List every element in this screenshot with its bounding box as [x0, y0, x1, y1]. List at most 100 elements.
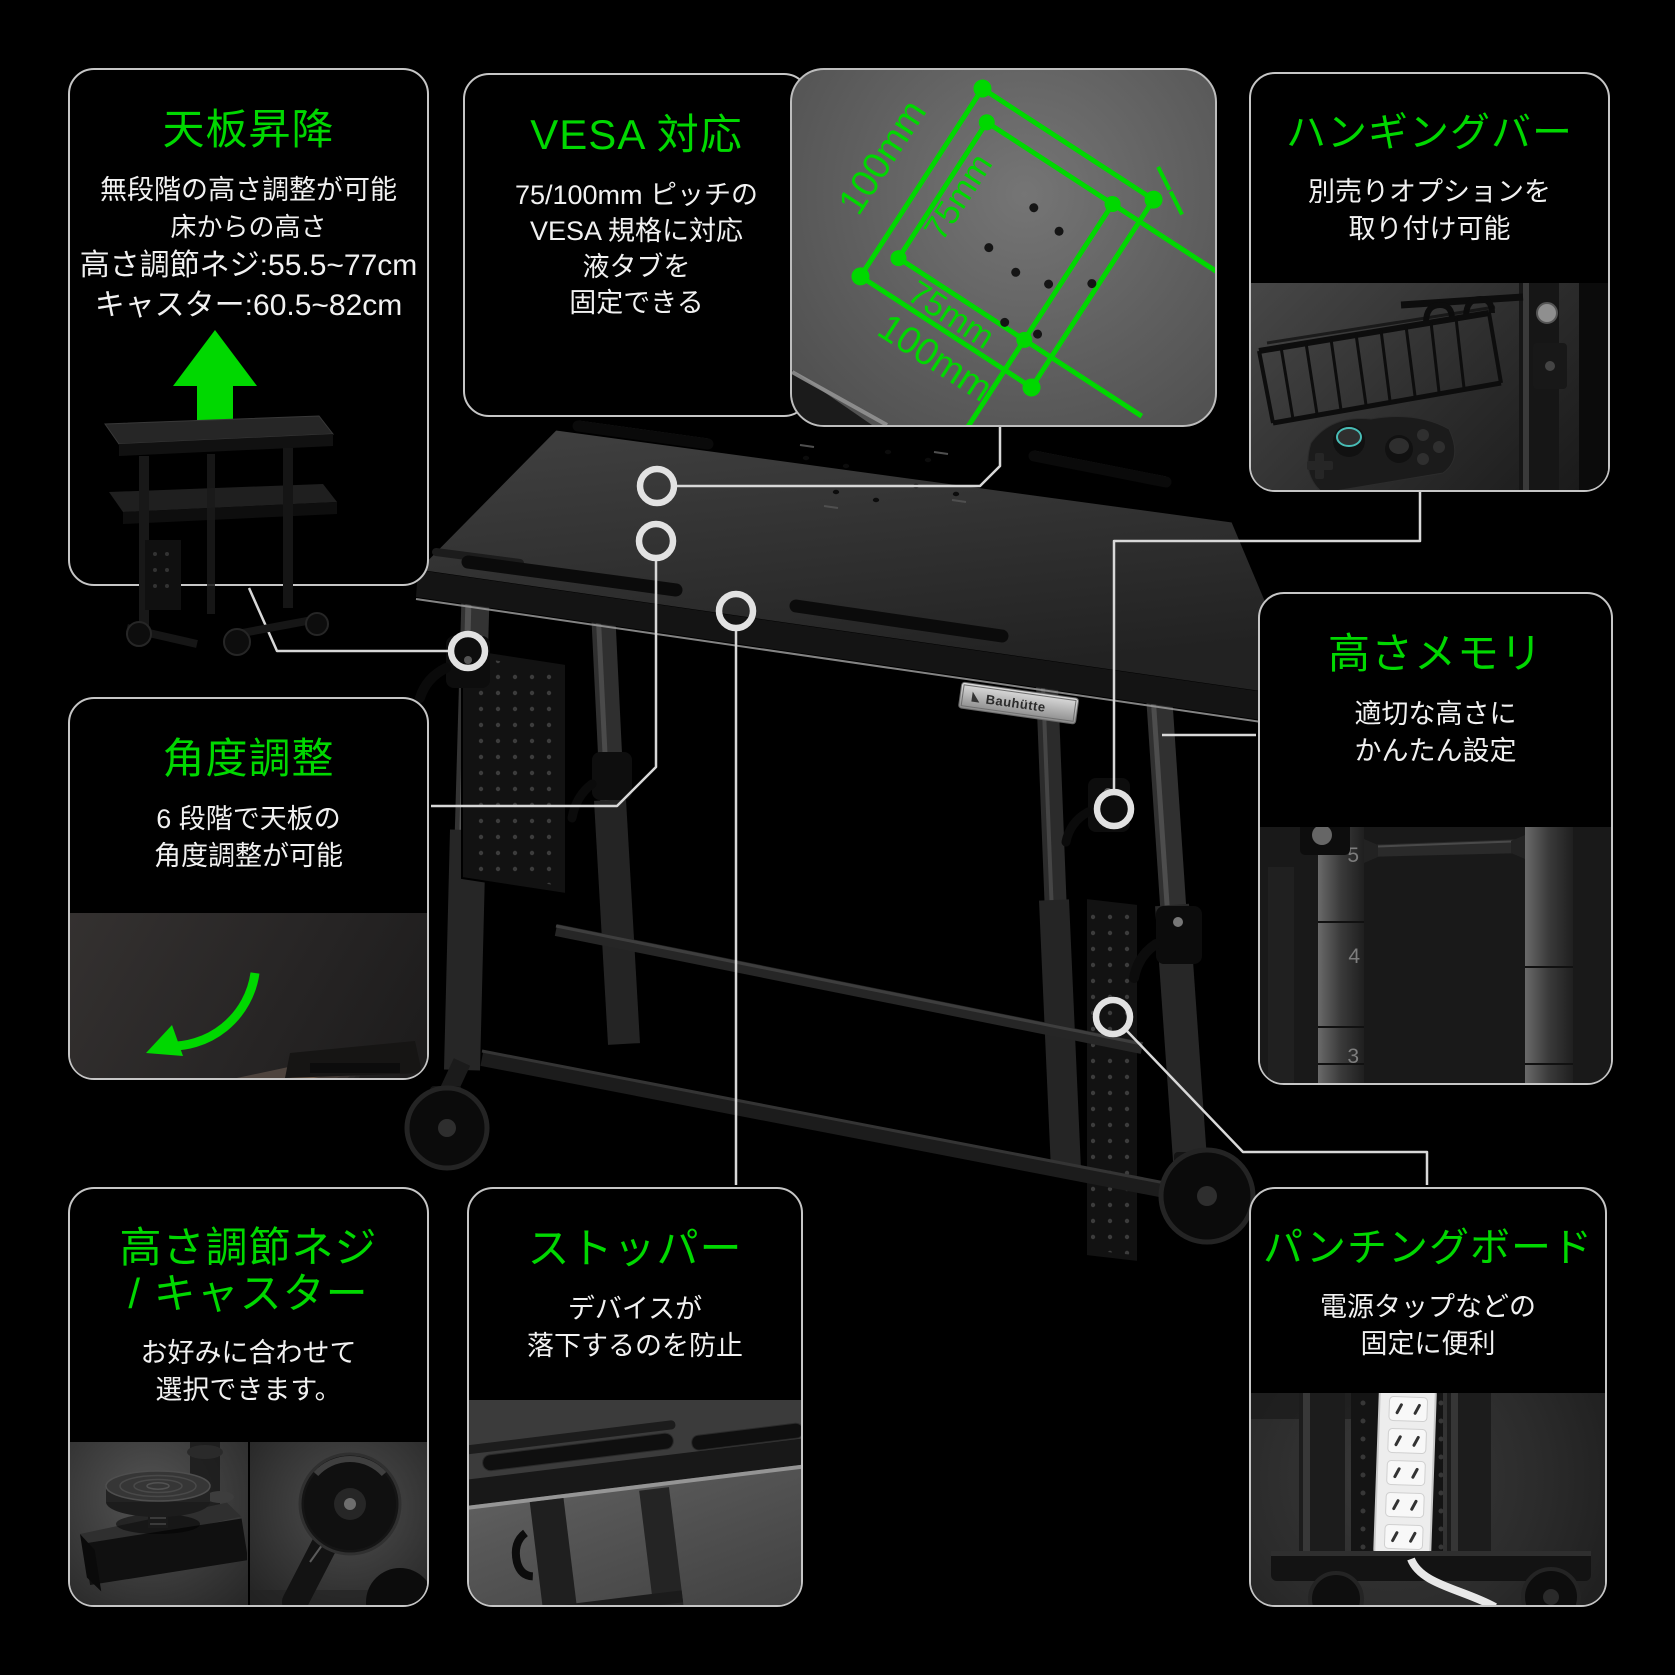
- tabletop-lift-photo: [87, 328, 349, 658]
- stopper-bar-closeup-right: [691, 1422, 801, 1451]
- callout-line-punching: [1126, 1030, 1429, 1185]
- callout-ring-tenban: [447, 630, 489, 672]
- panel-stopper-body: デバイスが 落下するのを防止: [469, 1291, 801, 1365]
- memory-line1: 適切な高さに: [1354, 699, 1517, 730]
- panel-vesa-title: VESA 対応: [530, 111, 743, 158]
- kakudo-line2: 角度調整が可能: [154, 841, 343, 872]
- panel-punching-board-body: 電源タップなどの 固定に便利: [1251, 1289, 1605, 1363]
- base-frame: [439, 924, 1198, 1204]
- panel-stopper-title: ストッパー: [527, 1225, 743, 1272]
- neji-line1: お好みに合わせて: [140, 1338, 357, 1369]
- vesa-line2: VESA 規格に対応: [529, 216, 744, 247]
- rear-handle-left: [572, 420, 714, 450]
- memory-line2: かんたん設定: [1354, 736, 1517, 767]
- panel-angle-adjust-body: 6 段階で天板の 角度調整が可能: [70, 801, 427, 875]
- neji-title-line1: 高さ調節ネジ: [119, 1224, 378, 1271]
- callout-ring-vesa: [636, 465, 678, 507]
- panel-hanging-bar-title: ハンギングバー: [1286, 111, 1573, 155]
- brand-logo-icon: [971, 691, 980, 703]
- neji-title-line2: / キャスター: [128, 1270, 369, 1318]
- caster-left: [404, 1085, 490, 1171]
- hanging-bar-photo: [1251, 283, 1608, 490]
- mini-desk: [104, 415, 337, 656]
- thumb-screw: [1536, 302, 1558, 324]
- panel-height-memory-body: 適切な高さに かんたん設定: [1260, 696, 1611, 770]
- panel-angle-adjust: 角度調整 6 段階で天板の 角度調整が可能: [68, 697, 429, 1080]
- height-clamp-right-front: [1129, 906, 1202, 983]
- adjuster-screw-photo: [70, 1442, 249, 1605]
- tenban-line2: 床からの高さ: [170, 212, 327, 243]
- scale-mark-5: 5: [1347, 844, 1359, 867]
- left-pegboard: [461, 646, 567, 896]
- stopper-photo: [469, 1400, 801, 1605]
- wire-basket: [1257, 293, 1524, 426]
- hanging-line2: 取り付け可能: [1348, 214, 1511, 244]
- panel-vesa-body: 75/100mm ピッチの VESA 規格に対応 液タブを 固定できる: [465, 177, 808, 321]
- power-cable: [1407, 1557, 1497, 1605]
- panel-punching-board: パンチングボード 電源タップなどの 固定に便利: [1249, 1187, 1607, 1607]
- vesa-line1: 75/100mm ピッチの: [514, 180, 759, 211]
- panel-height-memory: 高さメモリ 適切な高さに かんたん設定 5 4 3: [1258, 592, 1613, 1085]
- panel-stopper: ストッパー デバイスが 落下するのを防止: [467, 1187, 803, 1607]
- punching-board-photo: [1251, 1393, 1605, 1605]
- kakudo-line1: 6 段階で天板の: [156, 804, 341, 835]
- neji-line2: 選択できます。: [155, 1375, 342, 1406]
- callout-line-vesa: [677, 427, 1002, 488]
- scale-mark-4: 4: [1348, 945, 1360, 968]
- height-memory-photo: 5 4 3: [1260, 827, 1611, 1083]
- vesa-dimension-diagram: 100mm 75mm 75mm 100mm: [831, 79, 1215, 425]
- panel-screw-caster-body: お好みに合わせて 選択できます。: [70, 1335, 427, 1409]
- panel-screw-caster: 高さ調節ネジ / キャスター お好みに合わせて 選択できます。: [68, 1187, 429, 1607]
- scale-mark-3: 3: [1347, 1045, 1359, 1068]
- height-scale-marks: 5 4 3: [1347, 844, 1360, 1068]
- angle-adjust-photo: [70, 913, 427, 1078]
- rotate-arrow-icon: [164, 972, 260, 1051]
- height-clamp-left-rear: [567, 752, 632, 823]
- caster-right: [1158, 1147, 1256, 1245]
- callout-rings: [447, 465, 1135, 1038]
- stopper-bar-right: [789, 599, 1009, 643]
- tenban-line1: 無段階の高さ調整が可能: [100, 175, 397, 206]
- callout-ring-hanging: [1093, 788, 1135, 830]
- panel-vesa: VESA 対応 75/100mm ピッチの VESA 規格に対応 液タブを 固定…: [463, 73, 810, 417]
- callout-line-tenban: [247, 587, 448, 653]
- vesa-pitch-photo: 100mm 75mm 75mm 100mm: [790, 68, 1217, 427]
- caster-photo: [247, 1442, 427, 1605]
- tenban-line3: 高さ調節ネジ:55.5~77cm: [79, 249, 418, 283]
- rear-handle-right: [1028, 450, 1172, 488]
- callout-lines: [247, 427, 1429, 1185]
- vesa-screw-holes: [984, 203, 1097, 339]
- brand-plate: Bauhütte: [958, 681, 1079, 725]
- fanned-boards: [102, 1041, 422, 1078]
- callout-ring-punching: [1092, 996, 1134, 1038]
- callout-line-kakudo: [431, 561, 658, 808]
- panel-height-memory-title: 高さメモリ: [1327, 630, 1543, 677]
- height-clamp-left-front: [415, 636, 490, 703]
- punching-line1: 電源タップなどの: [1320, 1292, 1536, 1322]
- stopper-bar-left: [461, 555, 683, 597]
- stopper-bar-closeup-left: [482, 1432, 674, 1472]
- panel-hanging-bar: ハンギングバー 別売りオプションを 取り付け可能: [1249, 72, 1610, 492]
- callout-line-hanging: [1112, 492, 1422, 789]
- panel-tabletop-lift: 天板昇降 無段階の高さ調整が可能 床からの高さ 高さ調節ネジ:55.5~77cm…: [68, 68, 429, 656]
- stopper-line2: 落下するのを防止: [527, 1331, 743, 1362]
- callout-ring-stopper: [715, 590, 757, 632]
- panel-tabletop-lift-body: 無段階の高さ調整が可能 床からの高さ 高さ調節ネジ:55.5~77cm キャスタ…: [70, 172, 427, 326]
- panel-hanging-bar-body: 別売りオプションを 取り付け可能: [1251, 174, 1608, 248]
- vesa-line4: 固定できる: [569, 288, 704, 319]
- tenban-line4: キャスター:60.5~82cm: [94, 289, 403, 323]
- pegboard-holes: [1360, 1400, 1444, 1550]
- edge-trim: [415, 598, 1304, 729]
- panel-screw-caster-title: 高さ調節ネジ / キャスター: [70, 1224, 427, 1318]
- panel-punching-board-title: パンチングボード: [1263, 1226, 1593, 1270]
- panel-angle-adjust-title: 角度調整: [162, 735, 335, 782]
- vesa-line3: 液タブを: [582, 252, 691, 283]
- panel-tabletop-lift-title: 天板昇降: [162, 106, 335, 153]
- stopper-line1: デバイスが: [567, 1294, 703, 1325]
- vesa-label-outer-top: 100mm: [831, 93, 935, 222]
- power-strip: [1373, 1393, 1437, 1561]
- screw-caster-photo: [70, 1442, 427, 1605]
- lift-up-arrow-icon: [173, 330, 257, 428]
